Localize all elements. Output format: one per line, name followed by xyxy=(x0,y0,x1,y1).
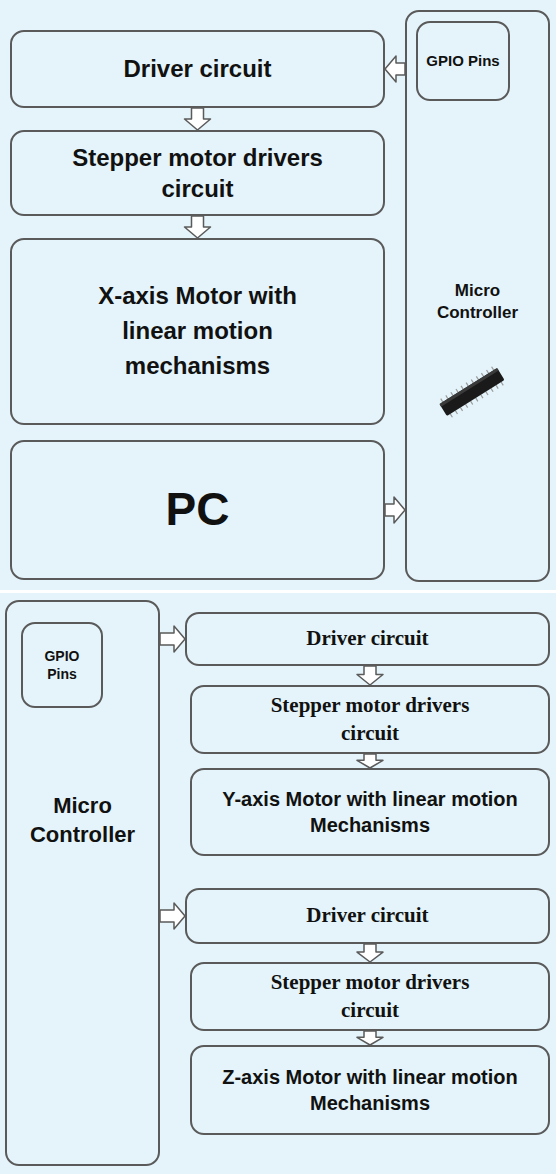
node-label: Stepper motor drivers circuit xyxy=(240,692,500,747)
node-label: Y-axis Motor with linear motion Mechanis… xyxy=(220,786,520,838)
text-holder: Micro Controller xyxy=(407,280,548,324)
block-arrow xyxy=(385,56,405,82)
text-holder: Stepper motor drivers circuit xyxy=(240,969,500,1024)
block-arrow xyxy=(185,108,211,130)
text-holder: GPIO Pins xyxy=(29,647,95,683)
text-holder: Driver circuit xyxy=(306,902,428,929)
block-arrow xyxy=(385,497,405,523)
node-label: Driver circuit xyxy=(306,902,428,929)
microcontroller-box: Micro Controller GPIO Pins xyxy=(5,600,160,1166)
gpio-box: GPIO Pins xyxy=(21,622,103,708)
motor-box: Y-axis Motor with linear motion Mechanis… xyxy=(190,768,550,856)
block-arrow xyxy=(185,216,211,238)
text-holder: PC xyxy=(166,480,230,540)
driver-box: Driver circuit xyxy=(185,888,550,944)
text-holder: Z-axis Motor with linear motion Mechanis… xyxy=(220,1064,520,1116)
motor-box: Z-axis Motor with linear motion Mechanis… xyxy=(190,1045,550,1135)
stepper-driver-box: Stepper motor drivers circuit xyxy=(190,685,550,754)
node-label: X-axis Motor with linear motion mechanis… xyxy=(78,279,318,383)
block-arrow xyxy=(160,626,185,652)
microcontroller-box: Micro Controller GPIO Pins xyxy=(405,10,550,582)
node-label: Micro Controller xyxy=(13,792,153,849)
block-arrow xyxy=(357,754,383,768)
text-holder: Driver circuit xyxy=(306,625,428,652)
node-label: Driver circuit xyxy=(123,53,271,84)
gpio-box: GPIO Pins xyxy=(416,21,510,101)
node-label: Micro Controller xyxy=(422,280,534,324)
block-arrow xyxy=(357,1031,383,1045)
text-holder: GPIO Pins xyxy=(426,51,499,71)
node-label: Z-axis Motor with linear motion Mechanis… xyxy=(220,1064,520,1116)
motor-box: X-axis Motor with linear motion mechanis… xyxy=(10,238,385,425)
text-holder: Stepper motor drivers circuit xyxy=(68,142,328,204)
driver-box: Driver circuit xyxy=(10,30,385,108)
stepper-driver-box: Stepper motor drivers circuit xyxy=(190,962,550,1031)
node-label: Stepper motor drivers circuit xyxy=(240,969,500,1024)
node-label: PC xyxy=(166,480,230,540)
pc-box: PC xyxy=(10,440,385,580)
text-holder: X-axis Motor with linear motion mechanis… xyxy=(78,279,318,383)
stepper-driver-box: Stepper motor drivers circuit xyxy=(10,130,385,216)
text-holder: Stepper motor drivers circuit xyxy=(240,692,500,747)
node-label: GPIO Pins xyxy=(29,647,95,683)
block-arrow xyxy=(160,903,185,929)
driver-box: Driver circuit xyxy=(185,612,550,666)
text-holder: Y-axis Motor with linear motion Mechanis… xyxy=(220,786,520,838)
text-holder: Driver circuit xyxy=(123,53,271,84)
block-arrow xyxy=(357,666,383,685)
node-label: GPIO Pins xyxy=(426,51,499,71)
node-label: Stepper motor drivers circuit xyxy=(68,142,328,204)
text-holder: Micro Controller xyxy=(7,792,158,849)
block-arrow xyxy=(357,944,383,962)
node-label: Driver circuit xyxy=(306,625,428,652)
